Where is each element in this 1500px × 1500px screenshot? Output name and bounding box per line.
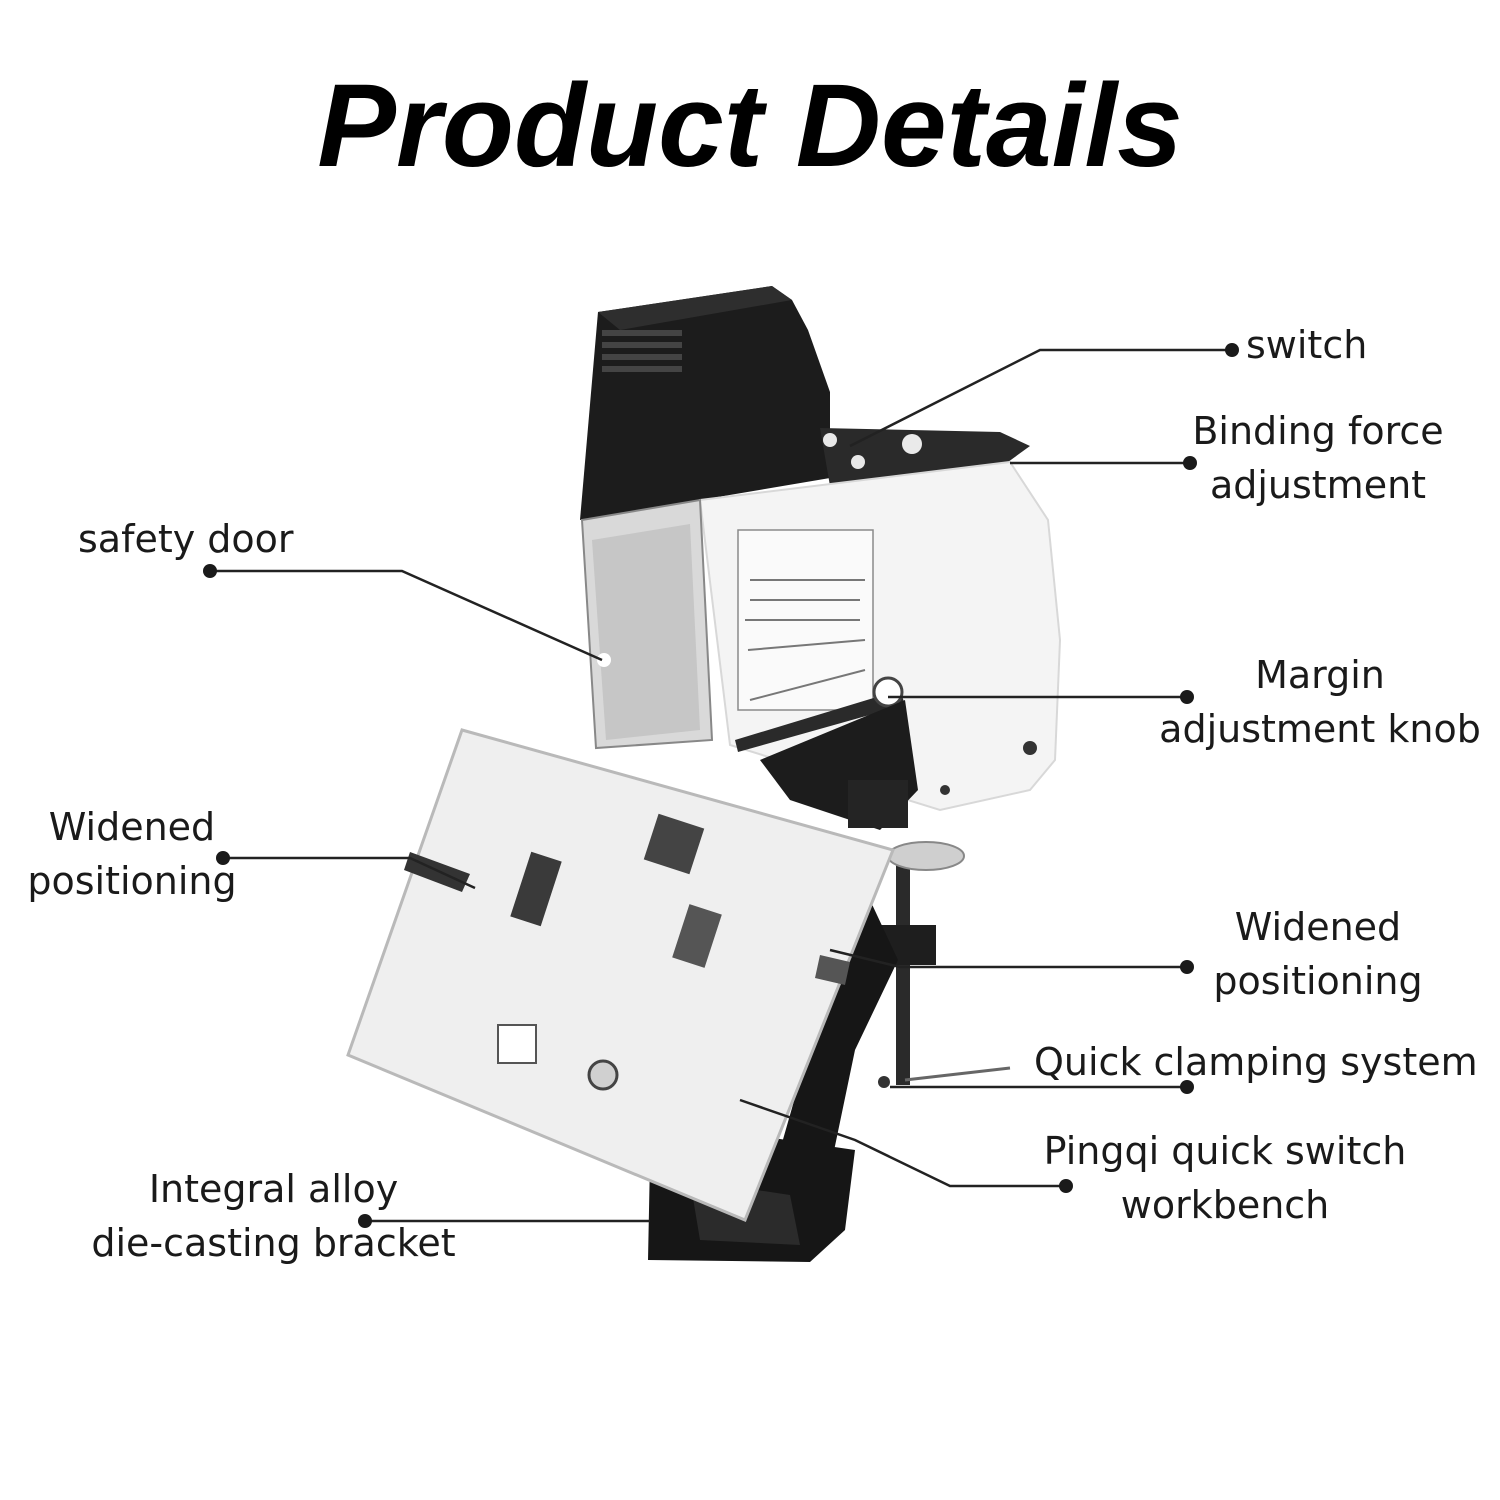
leader-lines bbox=[210, 348, 1232, 1223]
machine-body bbox=[698, 460, 1062, 812]
label-binding-force-adjustment: Binding force adjustment bbox=[1192, 409, 1444, 507]
label-margin-adjustment-knob: Margin adjustment knob bbox=[1159, 653, 1481, 751]
stapling-head bbox=[760, 700, 918, 830]
safety-door bbox=[580, 498, 714, 750]
label-switch: switch bbox=[1246, 323, 1368, 367]
workbench-plate bbox=[346, 728, 896, 1222]
label-widened-positioning-right: Widened positioning bbox=[1213, 905, 1423, 1003]
label-safety-door: safety door bbox=[78, 517, 294, 561]
label-die-casting-bracket: Integral alloy die-casting bracket bbox=[91, 1167, 456, 1265]
label-quick-clamping-system: Quick clamping system bbox=[1034, 1040, 1478, 1084]
page-title: Product Details bbox=[317, 60, 1183, 192]
label-widened-positioning-left: Widened positioning bbox=[27, 805, 237, 903]
clamp-post bbox=[878, 841, 1011, 1088]
leader-dots bbox=[203, 343, 1239, 1228]
label-pingqi-workbench: Pingqi quick switch workbench bbox=[1043, 1129, 1407, 1227]
motor-housing bbox=[580, 286, 1030, 520]
